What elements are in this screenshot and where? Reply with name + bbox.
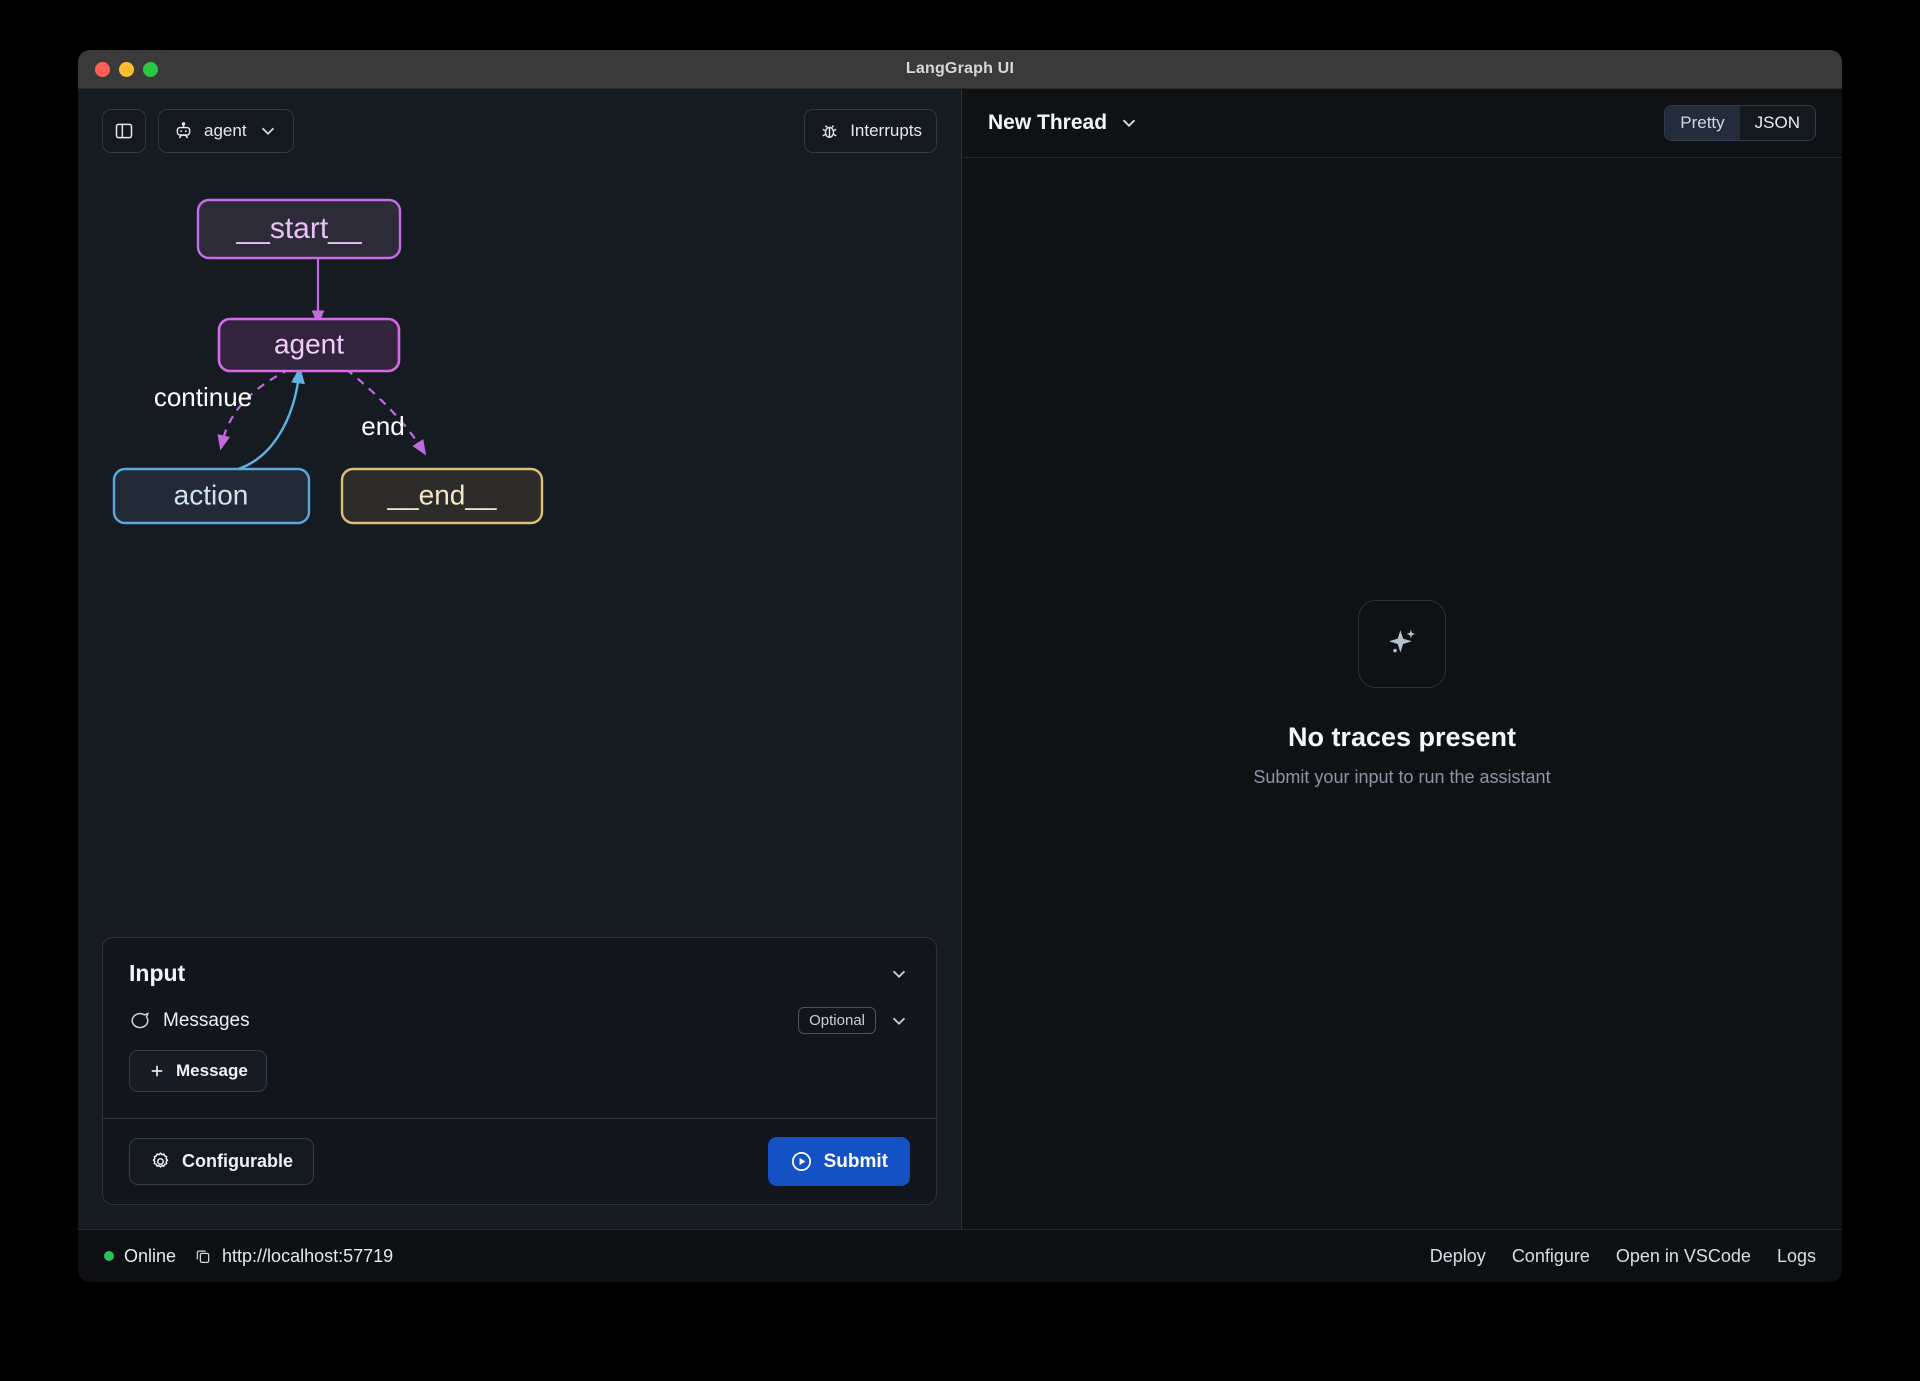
status-link-logs[interactable]: Logs <box>1776 1245 1816 1266</box>
graph-node-action-shape <box>112 467 311 525</box>
status-url-group[interactable]: http://localhost:57719 <box>194 1246 393 1267</box>
status-links: Deploy Configure Open in VSCode Logs <box>1430 1246 1816 1267</box>
traces-toolbar: New Thread Pretty JSON <box>962 89 1842 158</box>
chevron-down-icon[interactable] <box>888 963 910 985</box>
messages-optional-badge: Optional <box>798 1007 876 1034</box>
bug-icon <box>822 124 837 138</box>
minimize-window-button[interactable] <box>119 61 134 77</box>
messages-field-row[interactable]: Messages Optional <box>103 999 936 1044</box>
status-online-group: Online <box>104 1246 176 1267</box>
thread-label: New Thread <box>988 111 1108 134</box>
view-mode-json[interactable]: JSON <box>1739 106 1815 140</box>
bot-icon <box>176 121 191 138</box>
copy-icon <box>196 1250 210 1264</box>
add-message-row: Message <box>103 1044 936 1118</box>
edge-label-continue: continue <box>154 382 252 412</box>
status-url[interactable]: http://localhost:57719 <box>222 1245 394 1266</box>
graph-node-start-shape <box>196 198 402 260</box>
view-mode-pretty[interactable]: Pretty <box>1665 106 1740 140</box>
status-link-configure[interactable]: Configure <box>1511 1245 1590 1266</box>
graph-svg: __start__ agent action <box>112 198 544 525</box>
window-titlebar: LangGraph UI <box>78 50 1842 89</box>
sparkles-icon <box>1389 629 1416 653</box>
chevron-down-icon <box>1122 119 1136 128</box>
input-panel-header[interactable]: Input <box>103 938 936 999</box>
submit-label: Submit <box>823 1150 888 1172</box>
gear-icon <box>152 1152 169 1168</box>
main-panes: agent <box>78 89 1842 1229</box>
chevron-down-icon[interactable] <box>888 1010 910 1032</box>
window-title: LangGraph UI <box>905 60 1015 77</box>
graph-toolbar: agent <box>78 89 961 173</box>
add-message-label: Message <box>176 1061 248 1080</box>
graph-node-agent-shape <box>217 317 401 373</box>
graph-node-action[interactable]: action <box>112 467 311 525</box>
graph-node-end-label: __end__ <box>386 479 496 510</box>
plus-icon <box>151 1065 163 1077</box>
zoom-window-button[interactable] <box>143 61 158 77</box>
assistant-selector-button[interactable]: agent <box>158 109 294 153</box>
configurable-button[interactable]: Configurable <box>129 1138 314 1185</box>
messages-label: Messages <box>163 1009 250 1031</box>
status-dot-icon <box>104 1251 114 1261</box>
empty-state-subtitle: Submit your input to run the assistant <box>1253 766 1551 787</box>
close-window-button[interactable] <box>95 61 110 77</box>
sidebar-toggle-button[interactable] <box>102 109 146 153</box>
status-bar: Online http://localhost:57719 Deploy Con… <box>78 1229 1842 1282</box>
view-mode-toggle: Pretty JSON <box>1664 105 1816 141</box>
app-window: LangGraph UI <box>78 50 1842 1282</box>
interrupts-button[interactable]: Interrupts <box>804 109 937 153</box>
graph-canvas[interactable]: __start__ agent action <box>78 173 961 1229</box>
graph-node-agent[interactable]: agent <box>217 317 401 373</box>
graph-node-end[interactable]: __end__ <box>340 467 544 525</box>
status-label: Online <box>124 1245 177 1266</box>
traces-pane: New Thread Pretty JSON <box>962 89 1842 1229</box>
assistant-label: agent <box>204 121 247 140</box>
graph-node-action-label: action <box>174 479 249 510</box>
status-link-deploy[interactable]: Deploy <box>1429 1245 1486 1266</box>
chevron-down-icon <box>261 127 274 136</box>
traces-empty-state: No traces present Submit your input to r… <box>962 158 1842 1229</box>
empty-state-icon-frame <box>1358 599 1446 688</box>
graph-node-end-shape <box>340 467 544 525</box>
configurable-label: Configurable <box>182 1151 293 1171</box>
panel-left-icon <box>115 123 133 139</box>
play-circle-icon <box>791 1152 811 1171</box>
submit-button[interactable]: Submit <box>767 1137 910 1186</box>
edge-action-to-agent <box>237 366 305 471</box>
input-panel: Input Messages Optional <box>102 937 937 1205</box>
thread-selector[interactable]: New Thread <box>988 111 1140 135</box>
edge-agent-to-action <box>217 368 291 451</box>
graph-node-start-label: __start__ <box>235 212 362 245</box>
edge-label-end: end <box>361 411 404 441</box>
add-message-button[interactable]: Message <box>129 1050 267 1092</box>
graph-node-agent-label: agent <box>274 328 344 359</box>
message-bubble-icon <box>131 1011 150 1028</box>
graph-node-start[interactable]: __start__ <box>196 198 402 260</box>
input-panel-footer: Configurable Submit <box>103 1118 936 1204</box>
empty-state-title: No traces present <box>1287 721 1517 752</box>
input-panel-title: Input <box>129 960 186 986</box>
status-link-open-vscode[interactable]: Open in VSCode <box>1615 1245 1751 1266</box>
interrupts-label: Interrupts <box>850 121 922 140</box>
graph-pane: agent <box>78 89 962 1229</box>
traffic-light-group <box>95 61 158 77</box>
